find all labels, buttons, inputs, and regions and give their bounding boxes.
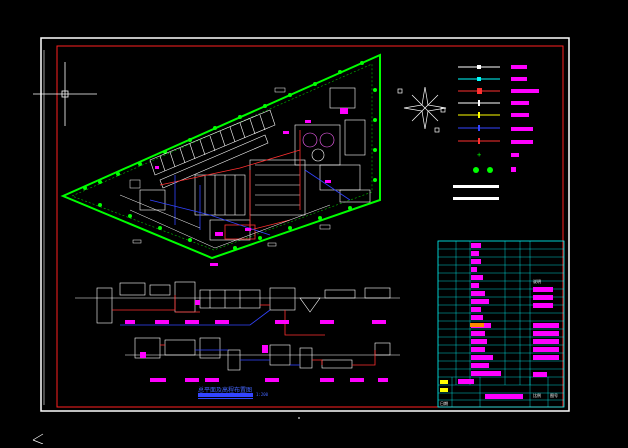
north-arrow-icon [397, 86, 447, 133]
sheet-frame [40, 37, 570, 412]
site-boundary [60, 53, 381, 260]
sheet-border [56, 45, 564, 408]
red-pipes [159, 130, 301, 240]
crosshair-cursor-icon [33, 62, 97, 126]
treatment-cluster [294, 87, 371, 203]
elevation-profile: 总平面及高程布置图 1:200 [75, 281, 400, 399]
site-plan [60, 53, 381, 266]
title-block-sheet-no: 图号 [550, 392, 558, 398]
long-building [149, 109, 276, 189]
legend: + [453, 65, 539, 200]
svg-text:+: + [477, 151, 481, 159]
title-block-date: 日期 [440, 400, 448, 406]
drawing-caption: 总平面及高程布置图 [198, 386, 252, 394]
title-block-scale: 比例 [533, 392, 541, 398]
title-block-note: 说明 [533, 278, 541, 284]
ucs-axis-icon [32, 433, 44, 445]
title-block: 日期 比例 图号 说明 [437, 240, 565, 408]
drawing-caption-note: 1:200 [256, 392, 269, 397]
